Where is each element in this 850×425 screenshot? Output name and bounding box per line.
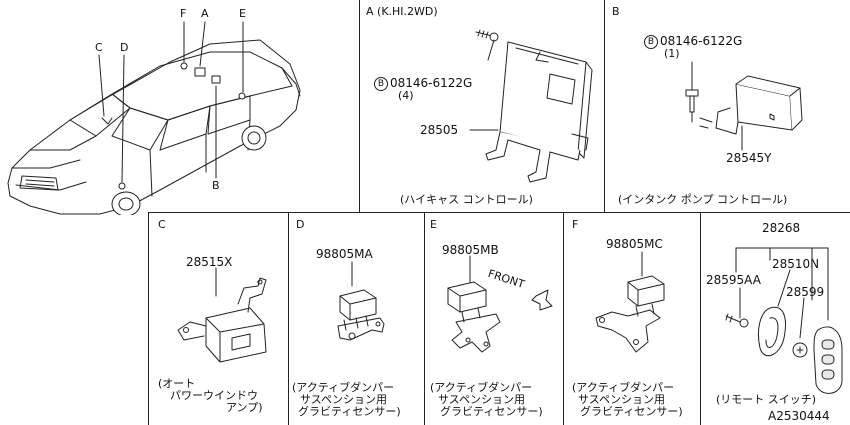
panel-e-caption-3: グラビティセンサー)	[440, 405, 543, 418]
remote-part-screw: 28595AA	[706, 273, 761, 287]
panel-f-title: F	[572, 218, 579, 231]
panel-c-part-number: 28515X	[186, 255, 233, 269]
panel-a-bolt-code: 08146-6122G	[390, 76, 473, 90]
panel-f-part-number: 98805MC	[606, 237, 663, 251]
panel-c-caption-2: パワーウインドウ	[170, 389, 258, 402]
panel-c-caption-3: アンプ)	[226, 401, 263, 414]
panel-f-caption-3: グラビティセンサー)	[580, 405, 683, 418]
panel-d-caption-3: グラビティセンサー)	[298, 405, 401, 418]
car-drawing	[7, 21, 301, 215]
divider-d-e	[424, 212, 425, 425]
panel-b-title: B	[612, 5, 620, 18]
panel-b-part-number: 28545Y	[726, 151, 772, 165]
divider-left-c	[148, 212, 149, 425]
panel-b-caption: (インタンク ポンプ コントロール)	[618, 193, 788, 206]
panel-e-caption-2: サスペンション用	[438, 393, 526, 406]
panel-b-bolt-code: 08146-6122G	[660, 34, 743, 48]
callout-c: C	[95, 41, 103, 54]
panel-b-bolt-qty: (1)	[664, 47, 680, 60]
panel-a-title: A (K.HI.2WD)	[366, 5, 438, 18]
panel-c-title: C	[158, 218, 166, 231]
panel-a-bolt-circle-icon: B	[374, 76, 388, 91]
callout-e: E	[239, 7, 246, 20]
remote-part-case: 28510N	[772, 257, 820, 271]
panel-a-bolt-qty: (4)	[398, 89, 414, 102]
panel-a-caption: (ハイキャス コントロール)	[400, 193, 533, 206]
panel-f-caption-1: (アクティブダンパー	[572, 381, 675, 394]
divider-c-d	[288, 212, 289, 425]
figure-id: A2530444	[768, 409, 830, 423]
panel-c-caption-1: (オート	[158, 377, 196, 390]
panel-d-part-number: 98805MA	[316, 247, 373, 261]
callout-d: D	[120, 41, 129, 54]
panel-d-title: D	[296, 218, 305, 231]
panel-b-bolt-circle-icon: B	[644, 34, 658, 49]
divider-vehicle-a	[359, 0, 360, 212]
callout-f: F	[180, 7, 187, 20]
remote-part-battery: 28599	[786, 285, 825, 299]
panel-a-part-number: 28505	[420, 123, 459, 137]
divider-top-bottom	[148, 212, 850, 213]
callout-b: B	[212, 179, 220, 192]
panel-e-caption-1: (アクティブダンパー	[430, 381, 533, 394]
callout-a: A	[201, 7, 209, 20]
remote-part-main: 28268	[762, 221, 801, 235]
panel-e-part-number: 98805MB	[442, 243, 499, 257]
divider-a-b	[604, 0, 605, 212]
panel-d-caption-1: (アクティブダンパー	[292, 381, 395, 394]
remote-caption: (リモート スイッチ)	[716, 393, 817, 406]
panel-e-title: E	[430, 218, 437, 231]
panel-d-caption-2: サスペンション用	[300, 393, 388, 406]
divider-e-f	[563, 212, 564, 425]
divider-f-remote	[700, 212, 701, 425]
panel-f-caption-2: サスペンション用	[578, 393, 666, 406]
